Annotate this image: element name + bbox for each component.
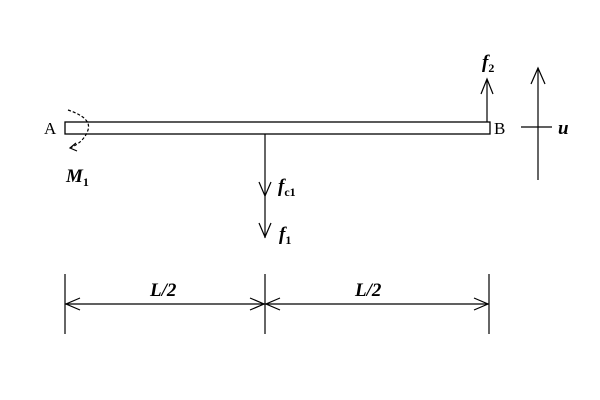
force-f2-arrow bbox=[480, 77, 494, 122]
label-force-fc1: fc1 bbox=[278, 176, 296, 199]
label-end-a: A bbox=[44, 119, 57, 138]
label-force-f1: f1 bbox=[279, 224, 291, 247]
label-dim-left: L/2 bbox=[149, 280, 177, 301]
label-moment: M1 bbox=[65, 166, 89, 189]
label-displacement-u: u bbox=[558, 118, 569, 139]
moment-arrow bbox=[67, 109, 90, 152]
dimension-lines bbox=[64, 274, 490, 334]
beam bbox=[64, 121, 491, 135]
label-dim-right: L/2 bbox=[354, 280, 382, 301]
displacement-u-arrow bbox=[521, 66, 552, 180]
label-end-b: B bbox=[494, 119, 505, 138]
force-down-arrows bbox=[258, 134, 272, 239]
label-force-f2: f2 bbox=[482, 52, 494, 75]
